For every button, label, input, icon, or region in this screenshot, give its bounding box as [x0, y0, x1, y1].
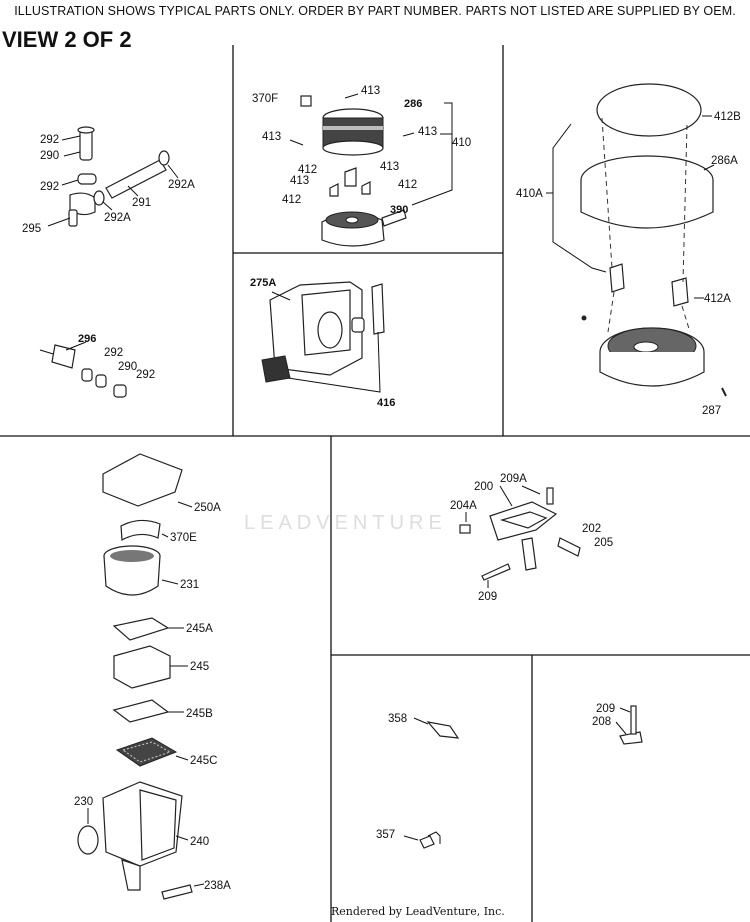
part-209-screw[interactable]	[481, 563, 511, 581]
label-205: 205	[594, 537, 613, 549]
label-202: 202	[582, 523, 601, 535]
part-286-element[interactable]	[322, 108, 384, 156]
label-287: 287	[702, 405, 721, 417]
label-370F: 370F	[252, 93, 278, 105]
panel-209-208	[615, 705, 643, 745]
part-390-base[interactable]	[321, 209, 407, 247]
panel-air-cleaner-stack	[77, 453, 205, 900]
part-416-gasket[interactable]	[261, 355, 291, 383]
part-370F[interactable]	[300, 95, 312, 107]
label-200: 200	[474, 481, 493, 493]
part-204A[interactable]	[459, 524, 471, 534]
panel-fuel-fittings	[39, 126, 179, 398]
part-412B-cover[interactable]	[596, 83, 702, 137]
label-250A: 250A	[194, 502, 221, 514]
label-413: 413	[262, 131, 281, 143]
label-370E: 370E	[170, 532, 197, 544]
part-240-housing[interactable]	[102, 781, 183, 891]
label-390: 390	[390, 204, 408, 216]
label-357: 357	[376, 829, 395, 841]
view-title: VIEW 2 OF 2	[2, 27, 132, 52]
label-413: 413	[418, 126, 437, 138]
part-358[interactable]	[426, 721, 460, 739]
label-413: 413	[380, 161, 399, 173]
label-410A: 410A	[516, 188, 543, 200]
label-412: 412	[398, 179, 417, 191]
label-413: 413	[361, 85, 380, 97]
label-240: 240	[190, 836, 209, 848]
label-413: 413	[290, 175, 309, 187]
label-275A: 275A	[250, 277, 276, 289]
label-245B: 245B	[186, 708, 213, 720]
label-292: 292	[136, 369, 155, 381]
panel-air-cleaner-top	[289, 93, 453, 247]
part-275A-muffler[interactable]	[269, 281, 365, 376]
label-412: 412	[282, 194, 301, 206]
label-286: 286	[404, 98, 422, 110]
header-note: ILLUSTRATION SHOWS TYPICAL PARTS ONLY. O…	[14, 4, 736, 18]
label-412A: 412A	[704, 293, 731, 305]
part-250A-cover[interactable]	[102, 453, 183, 507]
label-296: 296	[78, 333, 96, 345]
label-292A: 292A	[104, 212, 131, 224]
part-231-base[interactable]	[103, 545, 161, 596]
part-245A[interactable]	[112, 617, 170, 641]
label-292A: 292A	[168, 179, 195, 191]
label-291: 291	[132, 197, 151, 209]
panel-air-cleaner-assembly	[546, 83, 727, 397]
label-209: 209	[478, 591, 497, 603]
panel-throttle-bracket	[459, 485, 581, 588]
label-292: 292	[40, 134, 59, 146]
panel-grid	[0, 45, 750, 922]
fuel-pump-fitting[interactable]	[39, 344, 127, 398]
label-290: 290	[118, 361, 137, 373]
label-231: 231	[180, 579, 199, 591]
part-245C-screen[interactable]	[115, 737, 178, 767]
label-410: 410	[452, 137, 471, 149]
label-245A: 245A	[186, 623, 213, 635]
part-labels: 292 290 292 292A 291 292A 295 296 292 29…	[22, 85, 741, 892]
part-209A[interactable]	[546, 487, 554, 505]
fitting-elbow[interactable]	[68, 126, 170, 227]
watermark: LEADVENTURE	[244, 512, 447, 534]
footer-credit: Rendered by LeadVenture, Inc.	[331, 905, 505, 918]
label-245C: 245C	[190, 755, 218, 767]
label-416: 416	[377, 397, 395, 409]
label-204A: 204A	[450, 500, 477, 512]
part-209-bolt[interactable]	[630, 705, 637, 735]
label-245: 245	[190, 661, 209, 673]
part-200-bracket[interactable]	[489, 501, 558, 571]
label-292: 292	[40, 181, 59, 193]
panel-358-357	[403, 717, 460, 849]
label-286A: 286A	[711, 155, 738, 167]
label-358: 358	[388, 713, 407, 725]
part-357[interactable]	[419, 835, 435, 849]
label-208: 208	[592, 716, 611, 728]
part-245B[interactable]	[112, 699, 170, 723]
label-292: 292	[104, 347, 123, 359]
label-209: 209	[596, 703, 615, 715]
label-209A: 209A	[500, 473, 527, 485]
label-230: 230	[74, 796, 93, 808]
part-245[interactable]	[113, 645, 171, 689]
panel-muffler	[261, 281, 385, 393]
part-370E[interactable]	[120, 519, 161, 541]
air-cleaner-base[interactable]	[599, 327, 705, 387]
label-295: 295	[22, 223, 41, 235]
part-286A-element[interactable]	[580, 155, 714, 229]
label-412B: 412B	[714, 111, 741, 123]
part-202[interactable]	[557, 537, 581, 557]
part-230-ring[interactable]	[77, 825, 99, 855]
label-290: 290	[40, 150, 59, 162]
label-238A: 238A	[204, 880, 231, 892]
label-412: 412	[298, 164, 317, 176]
